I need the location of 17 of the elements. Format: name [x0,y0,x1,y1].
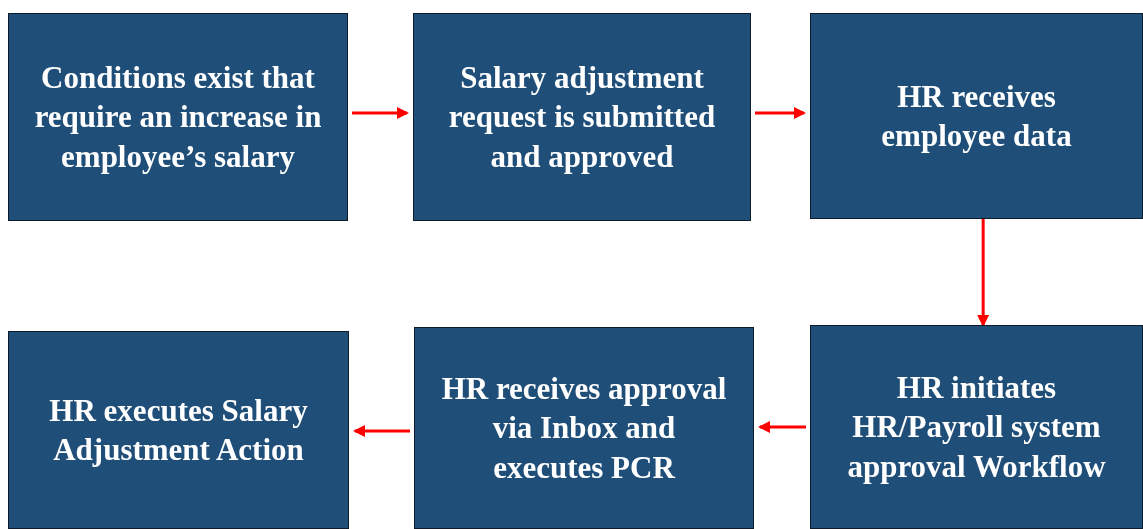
arrow [352,107,409,119]
arrow [755,107,806,119]
arrow [353,425,410,437]
box-text: HR receives employee data [880,77,1073,155]
process-box [810,325,1143,529]
process-box [8,13,348,221]
box-text: Salary adjustment request is submitted and approved [447,58,717,176]
box-text: HR receives approval via Inbox and executes PCR [440,369,728,487]
arrow [977,219,990,327]
process-box [414,327,754,529]
process-box [413,13,751,221]
box-text: HR executes Salary Adjustment Action [48,391,309,469]
box-text: HR initiates HR/Payroll system approval Workflow [846,368,1107,486]
process-box [810,13,1143,219]
box-text: Conditions exist that require an increase in employee’s salary [33,58,323,176]
process-box [8,331,349,529]
arrow [758,421,806,433]
